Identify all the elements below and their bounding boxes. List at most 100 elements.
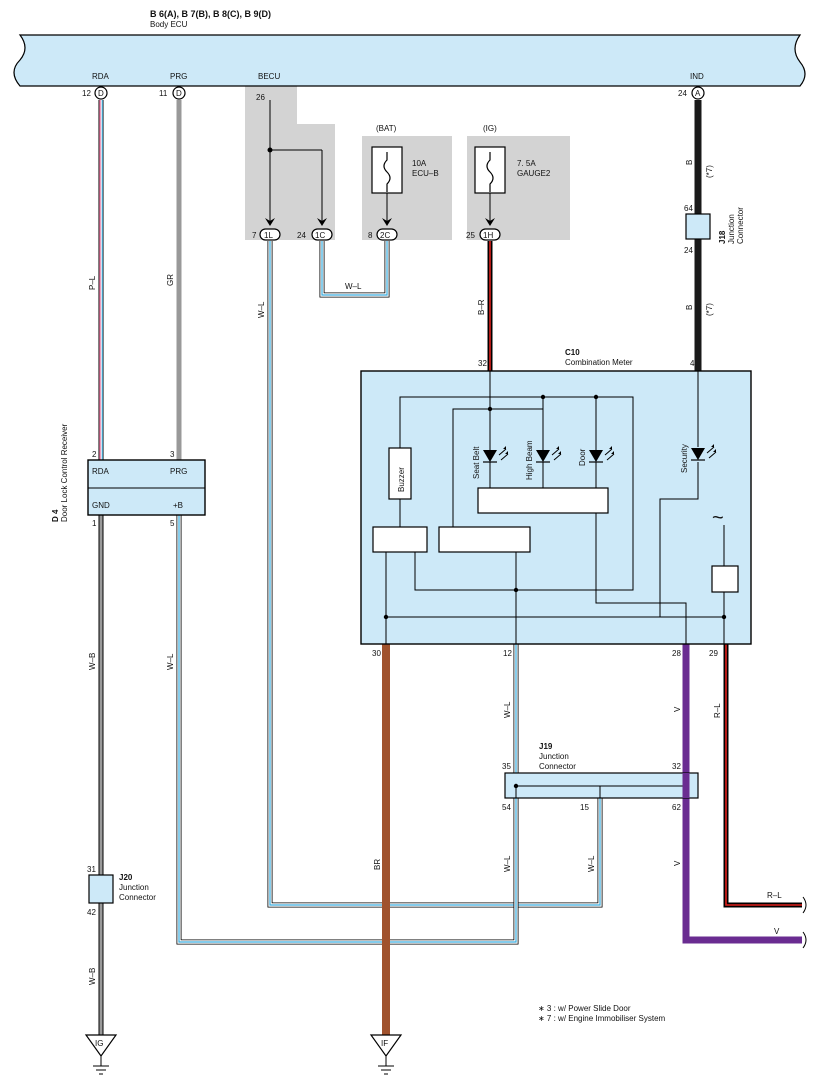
ecu-pin-prg: 11 D bbox=[159, 86, 186, 100]
ac-symbol: ~ bbox=[712, 507, 724, 529]
svg-text:Connector: Connector bbox=[119, 893, 156, 902]
svg-text:12: 12 bbox=[82, 89, 91, 98]
buzzer: Buzzer bbox=[388, 447, 412, 500]
svg-text:W–L: W–L bbox=[503, 701, 512, 718]
ecu-pin-label-prg: PRG bbox=[170, 72, 187, 81]
svg-text:Seat Belt: Seat Belt bbox=[472, 446, 481, 479]
meter-oscillator-block bbox=[711, 565, 739, 593]
svg-text:(IG): (IG) bbox=[483, 124, 497, 133]
j19-junction-connector: J19 Junction Connector 35 32 54 15 62 bbox=[502, 742, 699, 812]
svg-text:D: D bbox=[98, 89, 104, 98]
svg-text:V: V bbox=[774, 927, 780, 936]
meter-pin-12: 12 bbox=[503, 649, 512, 658]
svg-text:11: 11 bbox=[159, 89, 168, 98]
svg-text:7. 5A: 7. 5A bbox=[517, 159, 536, 168]
seat-belt-led: Seat Belt bbox=[472, 446, 509, 479]
svg-text:High Beam: High Beam bbox=[525, 440, 534, 480]
wire-p-l bbox=[98, 100, 104, 460]
svg-text:IG: IG bbox=[95, 1039, 103, 1048]
jb-pin-2c: 8 2C bbox=[368, 228, 398, 241]
svg-text:Door: Door bbox=[578, 448, 587, 466]
meter-pin-29: 29 bbox=[709, 649, 718, 658]
receiver-plus-b: +B bbox=[173, 501, 183, 510]
ground-if: IF bbox=[369, 1034, 403, 1075]
svg-text:Connector: Connector bbox=[736, 207, 745, 244]
j20-junction-connector: 31 42 J20 Junction Connector bbox=[87, 865, 156, 917]
wire-w-l-left bbox=[267, 241, 603, 908]
svg-text:35: 35 bbox=[502, 762, 511, 771]
wire-w-l-jumper bbox=[319, 241, 390, 298]
body-ecu-parts: B 6(A), B 7(B), B 8(C), B 9(D) bbox=[150, 9, 271, 19]
svg-text:A: A bbox=[695, 89, 701, 98]
jb-pin-1c: 24 1C bbox=[297, 228, 333, 241]
svg-text:W–L: W–L bbox=[345, 282, 362, 291]
svg-text:32: 32 bbox=[672, 762, 681, 771]
wire-r-l bbox=[723, 644, 802, 908]
svg-text:Junction: Junction bbox=[119, 883, 149, 892]
receiver-pin-2: 2 bbox=[92, 450, 97, 459]
meter-led-driver-block bbox=[477, 487, 609, 514]
wire-w-l-receiver bbox=[176, 515, 519, 945]
receiver-pin-1: 1 bbox=[92, 519, 97, 528]
ecu-pin-rda: 12 D bbox=[82, 86, 108, 100]
receiver-rda: RDA bbox=[92, 467, 110, 476]
j18-junction-connector: 64 24 J18 Junction Connector bbox=[684, 204, 745, 255]
meter-pin-32: 32 bbox=[478, 359, 487, 368]
svg-text:1L: 1L bbox=[264, 231, 273, 240]
receiver-id: D 4 bbox=[51, 509, 60, 522]
svg-text:V: V bbox=[673, 706, 682, 712]
ecu-pin-becu: 26 bbox=[256, 93, 265, 102]
svg-text:7: 7 bbox=[252, 231, 257, 240]
svg-text:W–B: W–B bbox=[88, 653, 97, 670]
svg-text:Junction: Junction bbox=[727, 214, 736, 244]
svg-text:B: B bbox=[685, 305, 694, 310]
svg-text:Connector: Connector bbox=[539, 762, 576, 771]
svg-text:W–B: W–B bbox=[88, 968, 97, 985]
svg-text:Buzzer: Buzzer bbox=[397, 467, 406, 492]
svg-text:W–L: W–L bbox=[257, 301, 266, 318]
arrowheads bbox=[265, 218, 495, 226]
svg-text:1H: 1H bbox=[483, 231, 493, 240]
meter-control-block bbox=[438, 526, 531, 553]
note-7: ∗ 7 : w/ Engine Immobiliser System bbox=[538, 1014, 666, 1023]
door-led: Door bbox=[578, 446, 615, 466]
meter-buzzer-driver-block bbox=[372, 526, 428, 553]
svg-text:(*7): (*7) bbox=[705, 303, 714, 316]
receiver-prg: PRG bbox=[170, 467, 187, 476]
svg-text:2C: 2C bbox=[380, 231, 390, 240]
meter-pin-28: 28 bbox=[672, 649, 681, 658]
svg-text:25: 25 bbox=[466, 231, 475, 240]
svg-text:B–R: B–R bbox=[477, 299, 486, 315]
svg-text:GR: GR bbox=[166, 274, 175, 286]
meter-internal-circuit bbox=[385, 371, 726, 644]
ecu-pin-ind: 24 A bbox=[678, 86, 705, 100]
svg-text:10A: 10A bbox=[412, 159, 427, 168]
meter-junction-dots bbox=[383, 394, 727, 620]
svg-text:IF: IF bbox=[381, 1039, 388, 1048]
jb-pin-1h: 25 1H bbox=[466, 228, 501, 241]
fuse-ecu-b: (BAT) 10A ECU–B bbox=[371, 124, 439, 222]
svg-text:15: 15 bbox=[580, 803, 589, 812]
svg-text:24: 24 bbox=[297, 231, 306, 240]
ground-ig: IG bbox=[84, 1034, 118, 1075]
becu-internal-wiring bbox=[267, 100, 323, 222]
svg-text:BR: BR bbox=[373, 859, 382, 870]
svg-text:Security: Security bbox=[680, 444, 689, 473]
body-ecu-name: Body ECU bbox=[150, 20, 188, 29]
svg-text:J18: J18 bbox=[718, 230, 727, 244]
svg-text:V: V bbox=[673, 860, 682, 866]
wire-labels: P–L GR W–L W–L B–R B (*7) B (*7) W–B W–B… bbox=[88, 160, 782, 985]
svg-text:W–L: W–L bbox=[503, 855, 512, 872]
svg-text:(BAT): (BAT) bbox=[376, 124, 397, 133]
receiver-pin-3: 3 bbox=[170, 450, 175, 459]
receiver-gnd: GND bbox=[92, 501, 110, 510]
ecu-pin-label-rda: RDA bbox=[92, 72, 110, 81]
svg-text:24: 24 bbox=[678, 89, 687, 98]
svg-text:J19: J19 bbox=[539, 742, 553, 751]
svg-text:Junction: Junction bbox=[539, 752, 569, 761]
note-3: ∗ 3 : w/ Power Slide Door bbox=[538, 1004, 631, 1013]
svg-text:P–L: P–L bbox=[88, 275, 97, 290]
svg-text:ECU–B: ECU–B bbox=[412, 169, 439, 178]
meter-pin-4: 4 bbox=[690, 359, 695, 368]
svg-text:1C: 1C bbox=[315, 231, 325, 240]
